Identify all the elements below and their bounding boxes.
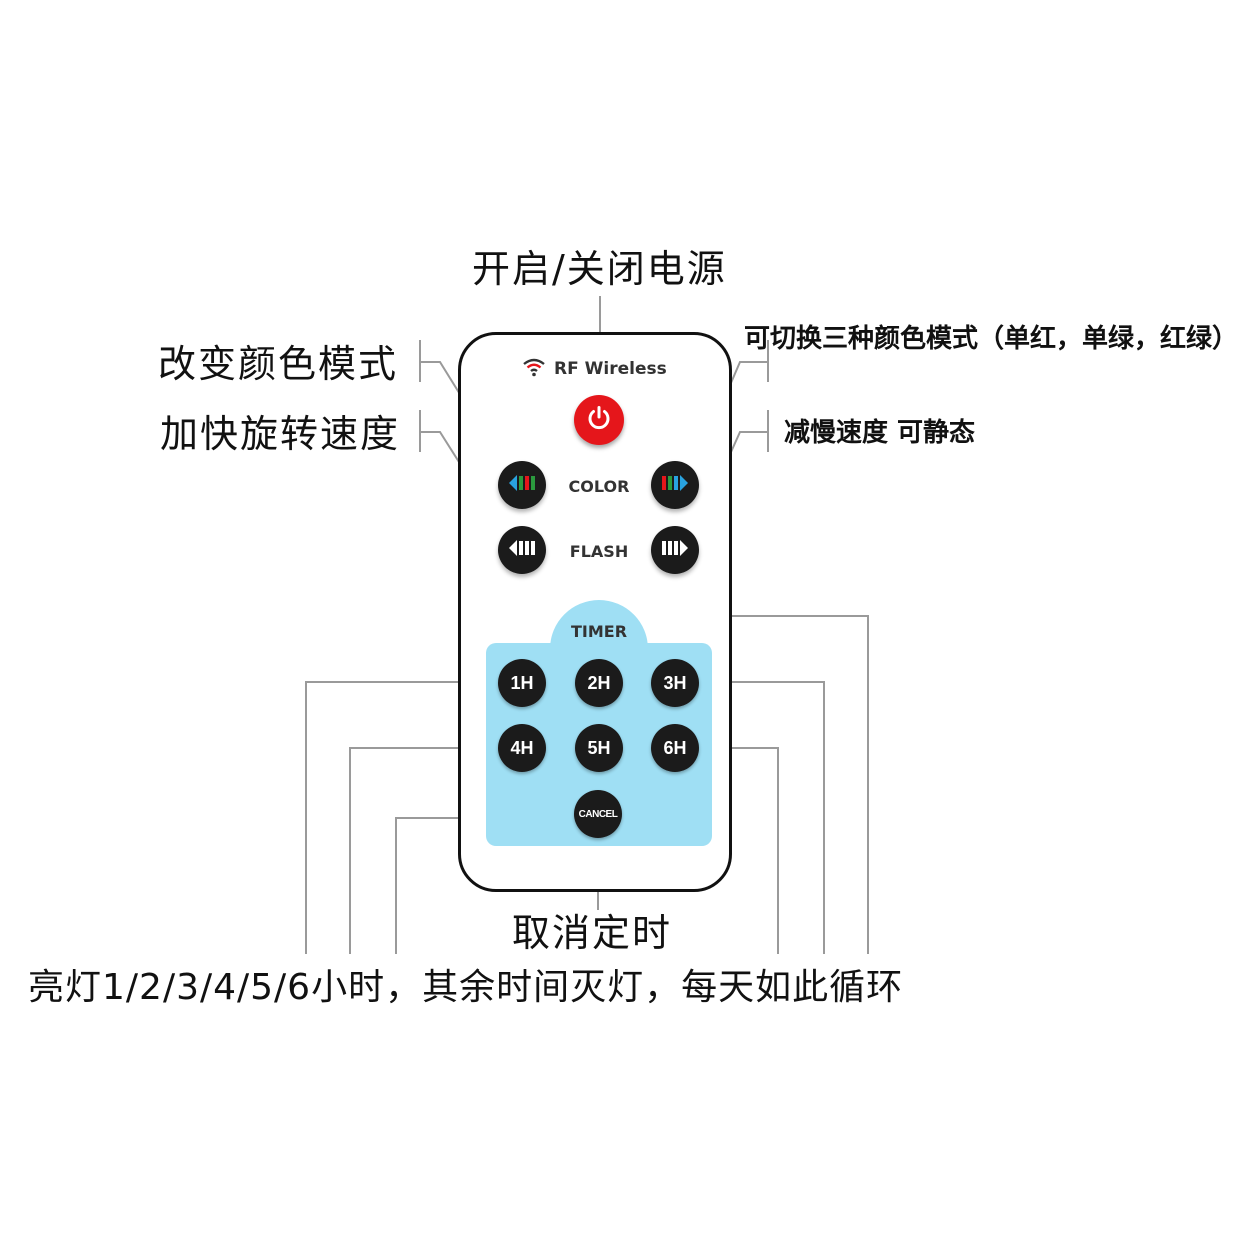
brand-text: RF Wireless (554, 359, 667, 379)
flash-slow-down-button[interactable] (651, 526, 699, 574)
timer-3h-button[interactable]: 3H (651, 659, 699, 707)
cancel-timer-label: 取消定时 (512, 911, 673, 955)
timer-5h-button[interactable]: 5H (575, 724, 623, 772)
timer-label: TIMER (570, 622, 628, 641)
brand-row: RF Wireless (522, 356, 667, 382)
switch-three-modes-label: 可切换三种颜色模式（单红，单绿，红绿） (744, 324, 1239, 354)
color-next-button[interactable] (651, 461, 699, 509)
power-label: 开启/关闭电源 (472, 247, 727, 291)
timer-cycle-label: 亮灯1/2/3/4/5/6小时，其余时间灭灯，每天如此循环 (28, 967, 904, 1008)
flash-right-icon (660, 537, 690, 563)
change-color-mode-label: 改变颜色模式 (158, 342, 399, 386)
flash-speed-up-button[interactable] (498, 526, 546, 574)
flash-label: FLASH (569, 542, 629, 561)
speed-up-label: 加快旋转速度 (160, 412, 401, 456)
color-label: COLOR (568, 477, 630, 496)
timer-2h-button[interactable]: 2H (575, 659, 623, 707)
color-right-icon (660, 472, 690, 498)
color-left-icon (507, 472, 537, 498)
power-button[interactable] (574, 395, 624, 445)
wifi-icon (522, 357, 546, 382)
timer-4h-button[interactable]: 4H (498, 724, 546, 772)
power-icon (585, 404, 613, 436)
flash-left-icon (507, 537, 537, 563)
slow-down-label: 减慢速度 可静态 (784, 418, 976, 448)
timer-6h-button[interactable]: 6H (651, 724, 699, 772)
timer-cancel-button[interactable]: CANCEL (574, 790, 622, 838)
timer-1h-button[interactable]: 1H (498, 659, 546, 707)
color-prev-button[interactable] (498, 461, 546, 509)
